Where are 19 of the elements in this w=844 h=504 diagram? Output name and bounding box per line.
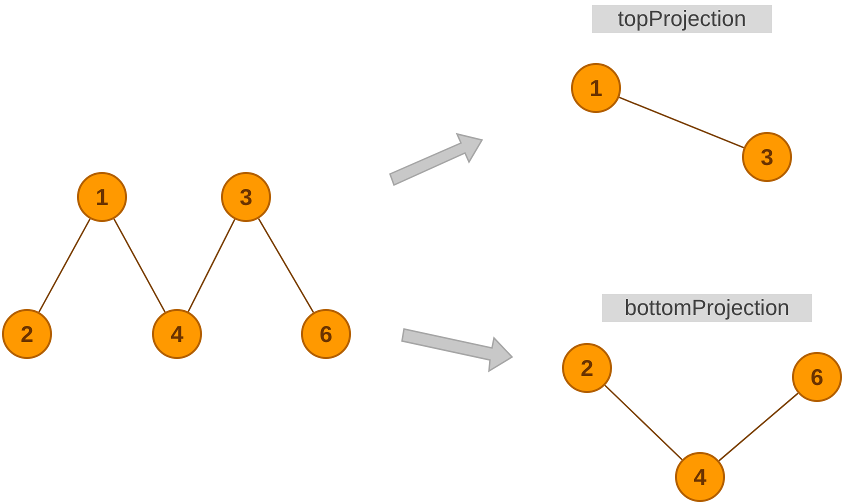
graph-node: 1 [571, 63, 621, 113]
graph-node: 6 [301, 309, 351, 359]
graph-node: 3 [742, 132, 792, 182]
title-label: bottomProjection [602, 294, 812, 322]
graph-node: 1 [77, 172, 127, 222]
edge-line [604, 384, 683, 460]
graph-node: 3 [221, 172, 271, 222]
edge-line [38, 218, 91, 312]
graph-node: 2 [562, 343, 612, 393]
graph-node: 6 [792, 352, 842, 402]
graph-node: 2 [2, 309, 52, 359]
edge-line [258, 218, 314, 313]
edge-line [188, 219, 236, 312]
edge-line [113, 218, 166, 312]
graph-node: 4 [675, 452, 725, 502]
graph-node: 4 [152, 309, 202, 359]
edge-line [618, 96, 744, 148]
title-label: topProjection [592, 5, 772, 33]
edge-line [718, 392, 798, 462]
